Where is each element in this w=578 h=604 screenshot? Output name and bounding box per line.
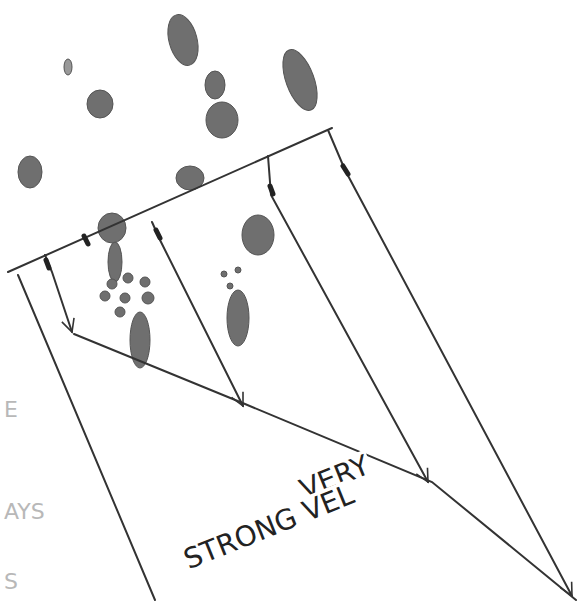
margin-fragment: E [2,398,20,422]
rigging-lines [8,128,576,600]
climbing-holds [18,11,324,368]
note-text: STRONG VEL [178,479,360,577]
margin-fragment: S [2,570,20,594]
tick-marks [46,166,348,268]
margin-fragment: AYS [2,500,47,524]
